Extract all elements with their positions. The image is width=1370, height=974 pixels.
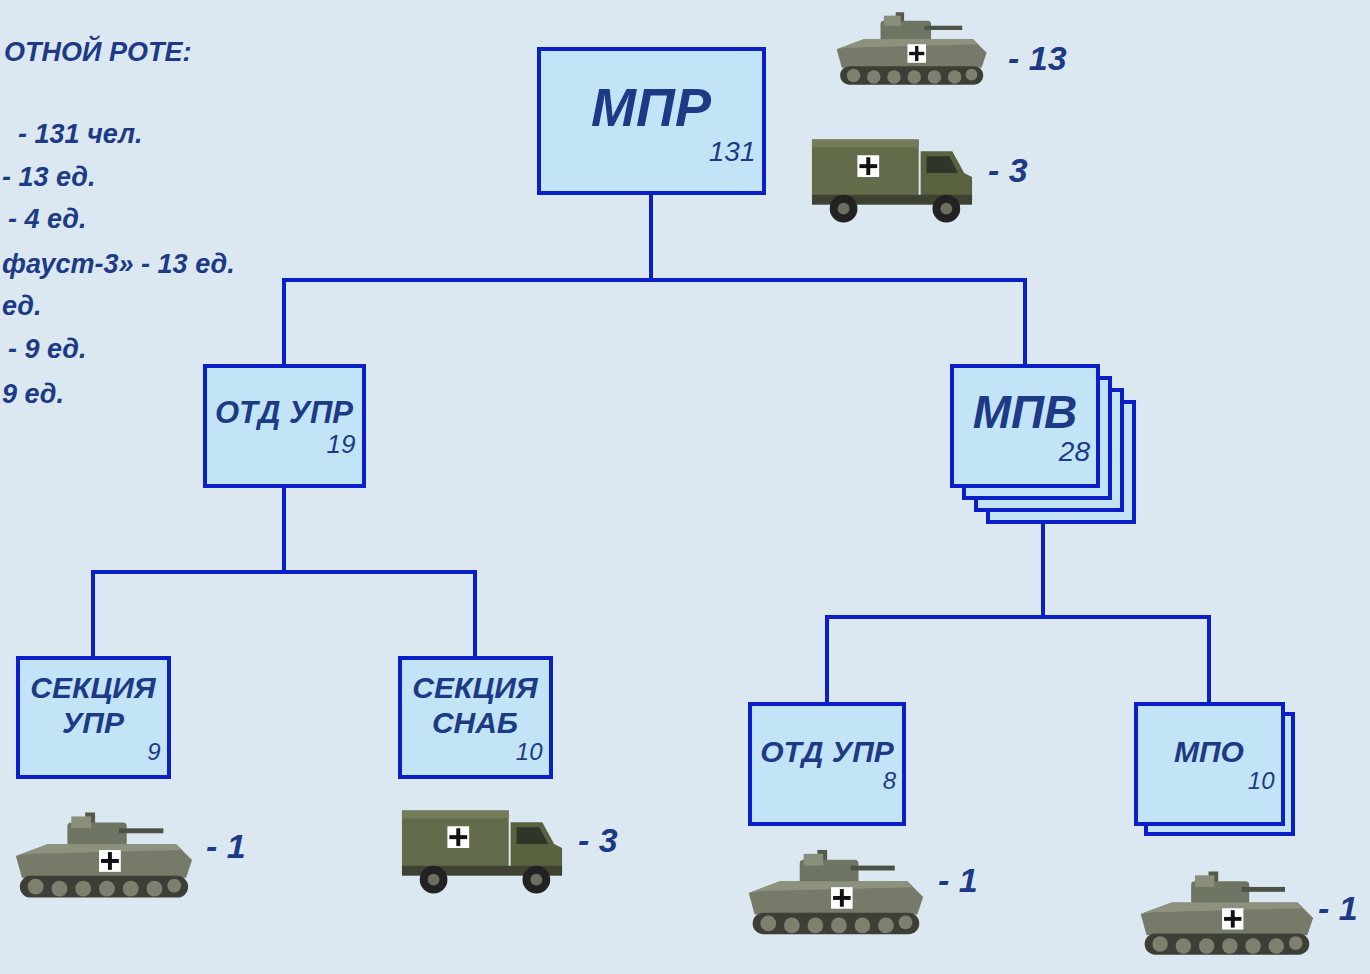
unit-name: ОТД УПР [760, 735, 894, 770]
org-connector [93, 488, 284, 656]
vehicle-count: - 3 [578, 822, 618, 859]
org-connector [284, 488, 475, 656]
personnel-count: 28 [1059, 438, 1090, 466]
vehicle-count: - 3 [988, 152, 1028, 189]
vehicle-count: - 1 [938, 862, 978, 899]
vehicle-count: - 1 [1318, 890, 1358, 927]
org-box: МПВ28 [950, 364, 1100, 488]
summary-line: - 13 ед. [2, 163, 96, 193]
vehicle-count: - 13 [1008, 40, 1067, 77]
personnel-count: 9 [147, 740, 160, 764]
personnel-count: 131 [709, 138, 756, 166]
org-box: ОТД УПР19 [203, 364, 366, 488]
org-connector [284, 195, 651, 364]
personnel-count: 10 [516, 740, 543, 764]
unit-name: МПО [1174, 735, 1244, 770]
summary-line: - 131 чел. [18, 120, 142, 150]
unit-name: МПВ [973, 386, 1078, 439]
summary-line: ОТНОЙ РОТЕ: [4, 38, 191, 68]
org-box: СЕКЦИЯ СНАБ10 [398, 656, 553, 779]
org-box: МПР131 [537, 47, 766, 195]
org-box: СЕКЦИЯ УПР9 [16, 656, 171, 779]
summary-line: 9 ед. [2, 380, 64, 410]
org-connector [1043, 524, 1209, 702]
summary-line: фауст-3» - 13 ед. [2, 250, 235, 280]
personnel-count: 19 [327, 431, 356, 457]
org-box: МПО10 [1134, 702, 1285, 826]
personnel-count: 8 [883, 769, 896, 793]
summary-line: - 4 ед. [8, 205, 87, 235]
unit-name: СЕКЦИЯ СНАБ [408, 671, 543, 740]
unit-name: СЕКЦИЯ УПР [26, 671, 161, 740]
personnel-count: 10 [1248, 769, 1275, 793]
summary-line: ед. [2, 292, 42, 322]
org-box: ОТД УПР8 [748, 702, 906, 826]
summary-line: - 9 ед. [8, 335, 87, 365]
vehicle-count: - 1 [206, 828, 246, 865]
org-connector [827, 524, 1043, 702]
unit-name: ОТД УПР [215, 395, 353, 431]
unit-name: МПР [591, 76, 711, 138]
